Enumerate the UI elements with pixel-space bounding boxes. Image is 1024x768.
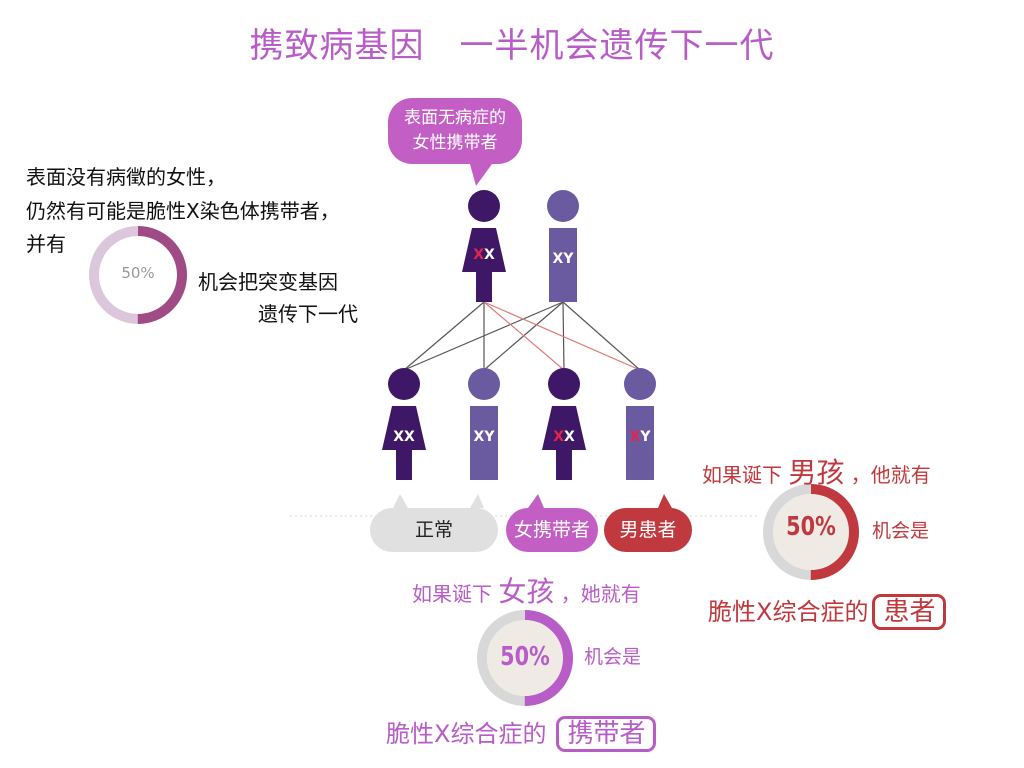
child-chromosomes-4: XY bbox=[620, 429, 660, 445]
carrier-bubble-shape bbox=[388, 98, 522, 186]
intro-ring-value: 50% bbox=[121, 264, 155, 282]
intro-ring bbox=[89, 226, 187, 324]
child-chromosomes-3: XX bbox=[544, 429, 584, 445]
child-chromosomes-3-b: X bbox=[564, 429, 575, 445]
child-chromosomes-1-b: X bbox=[404, 429, 415, 445]
child-chromosomes-2: XY bbox=[464, 429, 504, 445]
father-figure-body bbox=[549, 228, 577, 302]
link-mother-child-1 bbox=[403, 301, 485, 371]
child-figure-2-body bbox=[470, 406, 498, 480]
girl-outcome: 携带者 bbox=[556, 716, 657, 752]
father-chromosomes-b: Y bbox=[563, 251, 574, 267]
mother-figure-body bbox=[462, 228, 506, 302]
boy-ring-fill bbox=[763, 484, 859, 580]
link-father-child-4 bbox=[562, 301, 641, 371]
boy-chance: 机会是 bbox=[872, 520, 930, 542]
girl-word: 女孩 bbox=[498, 575, 555, 608]
father-chromosomes: XY bbox=[543, 251, 583, 267]
child-figure-3 bbox=[542, 368, 586, 480]
child-figure-4 bbox=[624, 368, 656, 480]
label-normal: 正常 bbox=[414, 519, 453, 541]
mother-chromosomes: XX bbox=[464, 247, 504, 263]
child-chromosomes-1: XX bbox=[384, 429, 424, 445]
child-chromosomes-4-b: Y bbox=[640, 429, 651, 445]
inheritance-links bbox=[403, 301, 641, 371]
label-male-patient: 男患者 bbox=[619, 519, 677, 541]
intro-ring-fill bbox=[89, 226, 187, 324]
link-mother-child-4 bbox=[483, 301, 641, 371]
father-chromosomes-a: X bbox=[552, 251, 564, 267]
intro-line4: 机会把突变基因 bbox=[198, 270, 338, 294]
boy-heading: 如果诞下 男孩 ，他就有 bbox=[702, 451, 931, 491]
mother-figure-head bbox=[468, 190, 500, 222]
child-chromosomes-2-a: X bbox=[473, 429, 485, 445]
child-figure-3-body bbox=[542, 406, 586, 480]
girl-ring-fill bbox=[477, 610, 573, 706]
child-figure-2 bbox=[468, 368, 500, 480]
male-patient-label-shape bbox=[604, 494, 693, 552]
girl-heading: 如果诞下 女孩 ，她就有 bbox=[412, 570, 641, 610]
girl-ring-value: 50% bbox=[500, 642, 550, 672]
figures bbox=[382, 190, 656, 480]
girl-condition: 脆性X综合症的 bbox=[386, 720, 547, 748]
girl-ring-center bbox=[487, 620, 563, 696]
page-title: 携致病基因 一半机会遗传下一代 bbox=[249, 26, 775, 66]
link-mother-child-3 bbox=[483, 301, 565, 371]
boy-outcome: 患者 bbox=[872, 594, 947, 630]
boy-word: 男孩 bbox=[788, 456, 845, 489]
girl-chance: 机会是 bbox=[584, 646, 642, 668]
intro-line5: 遗传下一代 bbox=[258, 302, 358, 326]
carrier-bubble-text: 表面无病症的 女性携带者 bbox=[388, 107, 522, 157]
boy-outcome-line: 脆性X综合症的患者 bbox=[708, 592, 947, 630]
carrier-bubble-line1: 表面无病症的 bbox=[404, 108, 506, 128]
boy-ring-center bbox=[773, 494, 849, 570]
child-figure-4-head bbox=[624, 368, 656, 400]
child-label-shapes bbox=[370, 494, 693, 552]
child-chromosomes-1-a: X bbox=[393, 429, 404, 445]
carrier-bubble bbox=[388, 98, 522, 186]
intro-line1: 表面没有病徵的女性， bbox=[26, 165, 226, 189]
carrier-bubble-line2: 女性携带者 bbox=[412, 133, 498, 153]
normal-label-shape bbox=[370, 494, 498, 552]
child-figure-4-body bbox=[626, 406, 654, 480]
boy-suffix: ，他就有 bbox=[850, 463, 931, 487]
girl-ring bbox=[477, 610, 573, 706]
girl-prefix: 如果诞下 bbox=[412, 582, 492, 606]
child-figure-1-head bbox=[388, 368, 420, 400]
child-figure-2-head bbox=[468, 368, 500, 400]
boy-ring-value: 50% bbox=[786, 512, 836, 542]
mother-chromosomes-b: X bbox=[484, 247, 495, 263]
boy-condition: 脆性X综合症的 bbox=[708, 598, 869, 626]
girl-outcome-line: 脆性X综合症的携带者 bbox=[386, 714, 657, 752]
child-figure-3-head bbox=[548, 368, 580, 400]
child-figure-1 bbox=[382, 368, 426, 480]
child-chromosomes-3-a: X bbox=[553, 429, 564, 445]
label-female-carrier: 女携带者 bbox=[513, 519, 590, 541]
child-figure-1-body bbox=[382, 406, 426, 480]
female-carrier-label-shape bbox=[506, 494, 598, 552]
intro-line2: 仍然有可能是脆性X染色体携带者， bbox=[26, 199, 340, 223]
child-chromosomes-2-b: Y bbox=[484, 429, 495, 445]
intro-line3: 并有 bbox=[26, 232, 66, 256]
father-figure bbox=[547, 190, 579, 302]
mother-figure bbox=[462, 190, 506, 302]
child-chromosomes-4-a: X bbox=[629, 429, 641, 445]
boy-ring bbox=[763, 484, 859, 580]
father-figure-head bbox=[547, 190, 579, 222]
girl-suffix: ，她就有 bbox=[560, 582, 641, 606]
mother-chromosomes-a: X bbox=[473, 247, 484, 263]
boy-prefix: 如果诞下 bbox=[702, 463, 782, 487]
percentage-rings bbox=[89, 226, 859, 706]
